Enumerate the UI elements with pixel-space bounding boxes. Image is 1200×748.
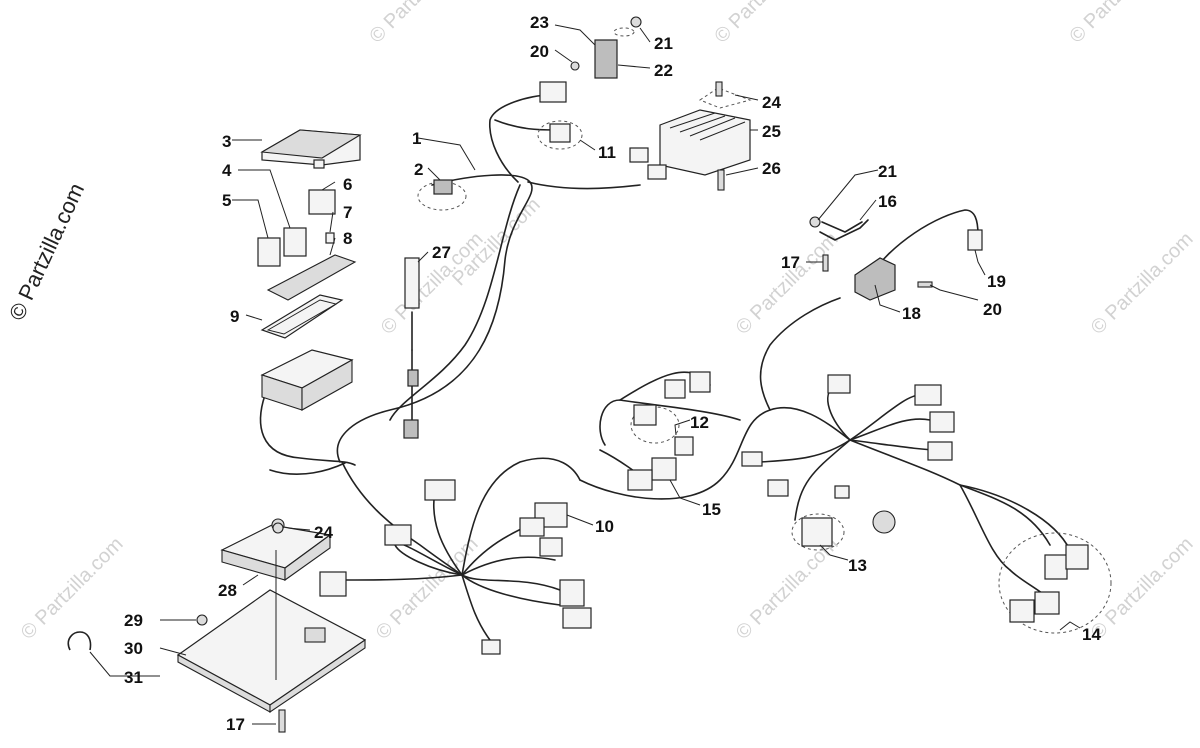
- callout-26: 26: [762, 159, 781, 178]
- watermark-tile: © Partzilla.com: [1087, 228, 1198, 339]
- bracket-16: [819, 219, 869, 241]
- component-18: [854, 257, 896, 301]
- callout-21-right: 21: [878, 162, 897, 181]
- callout-3: 3: [222, 132, 231, 151]
- callout-6: 6: [343, 175, 352, 194]
- watermark-tile: © Partzilla.com: [710, 0, 821, 47]
- callout-28: 28: [218, 581, 237, 600]
- connector-group-12: [627, 371, 711, 491]
- callout-labels: 1 2 3 4 5 6 7 8 9 10 11 12 13 14 15 16 1…: [124, 13, 1101, 734]
- screw-17-bottom: [278, 709, 286, 733]
- screw-20-right: [917, 281, 933, 288]
- connector-group-13: [741, 451, 896, 551]
- mounting-tray: [176, 550, 367, 714]
- relay-group: [257, 189, 357, 301]
- callout-13: 13: [848, 556, 867, 575]
- callout-31: 31: [124, 668, 143, 687]
- callout-20-top: 20: [530, 42, 549, 61]
- callout-11: 11: [598, 143, 616, 162]
- callout-19: 19: [987, 272, 1006, 291]
- rivet-24-lower: [272, 522, 284, 534]
- leader-lines: [89, 24, 1081, 725]
- sensor-27: [403, 257, 420, 439]
- callout-29: 29: [124, 611, 143, 630]
- callout-24-lower: 24: [314, 523, 333, 542]
- connector-group-10: [319, 479, 592, 655]
- callout-10: 10: [595, 517, 614, 536]
- callout-30: 30: [124, 639, 143, 658]
- callout-16: 16: [878, 192, 897, 211]
- callout-23: 23: [530, 13, 549, 32]
- fuse-box-gasket: [260, 294, 344, 339]
- connector-11: [537, 120, 583, 150]
- component-19: [967, 229, 983, 251]
- watermark-tile: © Partzilla.com: [1065, 0, 1176, 47]
- bolt-26: [717, 169, 725, 191]
- ring-clip-31: [67, 631, 92, 651]
- connector-group-14: [998, 532, 1112, 634]
- rivet-24-top: [698, 81, 752, 109]
- connector-2: [417, 179, 467, 211]
- fuse-box-cover: [260, 129, 362, 169]
- callout-7: 7: [343, 203, 352, 222]
- callout-22: 22: [654, 61, 673, 80]
- callout-14: 14: [1082, 625, 1101, 644]
- fuse-box-base: [260, 349, 354, 411]
- connector-group-right: [827, 374, 955, 461]
- callout-25: 25: [762, 122, 781, 141]
- screw-17-top: [822, 254, 829, 272]
- callout-5: 5: [222, 191, 231, 210]
- watermark-tile: © Partzilla.com: [17, 533, 128, 644]
- watermark-tile: © Partzilla.com: [732, 533, 843, 644]
- callout-1: 1: [412, 129, 421, 148]
- callout-8: 8: [343, 229, 352, 248]
- callout-20-right: 20: [983, 300, 1002, 319]
- clamp-assembly: [570, 16, 642, 79]
- callout-12: 12: [690, 413, 709, 432]
- callout-17-top: 17: [781, 253, 800, 272]
- callout-4: 4: [222, 161, 232, 180]
- callout-9: 9: [230, 307, 239, 326]
- watermark-tile: © Partzilla.com: [732, 228, 843, 339]
- callout-2: 2: [414, 160, 423, 179]
- washer-21-right: [809, 216, 821, 228]
- voltage-regulator: [629, 109, 751, 180]
- screw-29: [196, 614, 208, 626]
- watermark-tile: © Partzilla.com: [365, 0, 476, 47]
- callout-24-top: 24: [762, 93, 781, 112]
- callout-17-bottom: 17: [226, 715, 245, 734]
- watermark-side: © Partzilla.com: [4, 179, 89, 324]
- top-connector: [539, 81, 567, 103]
- watermark-tile: © Partzilla.com: [1087, 533, 1198, 644]
- callout-18: 18: [902, 304, 921, 323]
- watermark-layer: © Partzilla.com © Partzilla.com © Partzi…: [4, 0, 1198, 644]
- callout-21-top: 21: [654, 34, 673, 53]
- callout-27: 27: [432, 243, 451, 262]
- callout-15: 15: [702, 500, 721, 519]
